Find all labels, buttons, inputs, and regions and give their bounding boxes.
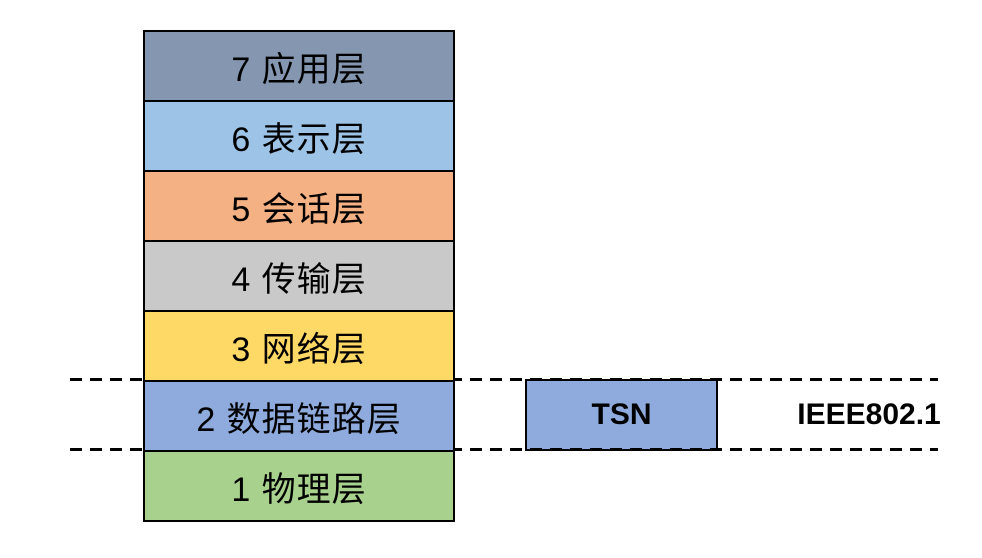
osi-layer-3-network: 3 网络层 (145, 312, 453, 382)
ieee-standard-label: IEEE802.1 (797, 398, 941, 431)
osi-layer-6-presentation: 6 表示层 (145, 102, 453, 172)
osi-layer-7-application: 7 应用层 (145, 32, 453, 102)
osi-layer-2-datalink: 2 数据链路层 (145, 382, 453, 452)
osi-layer-5-session: 5 会话层 (145, 172, 453, 242)
osi-layer-1-physical: 1 物理层 (145, 452, 453, 520)
tsn-box: TSN (525, 379, 718, 451)
osi-layer-4-transport: 4 传输层 (145, 242, 453, 312)
dashed-line-bottom (70, 448, 938, 451)
osi-layer-stack: 7 应用层 6 表示层 5 会话层 4 传输层 3 网络层 2 数据链路层 1 … (143, 30, 455, 522)
dashed-line-top (70, 378, 938, 381)
